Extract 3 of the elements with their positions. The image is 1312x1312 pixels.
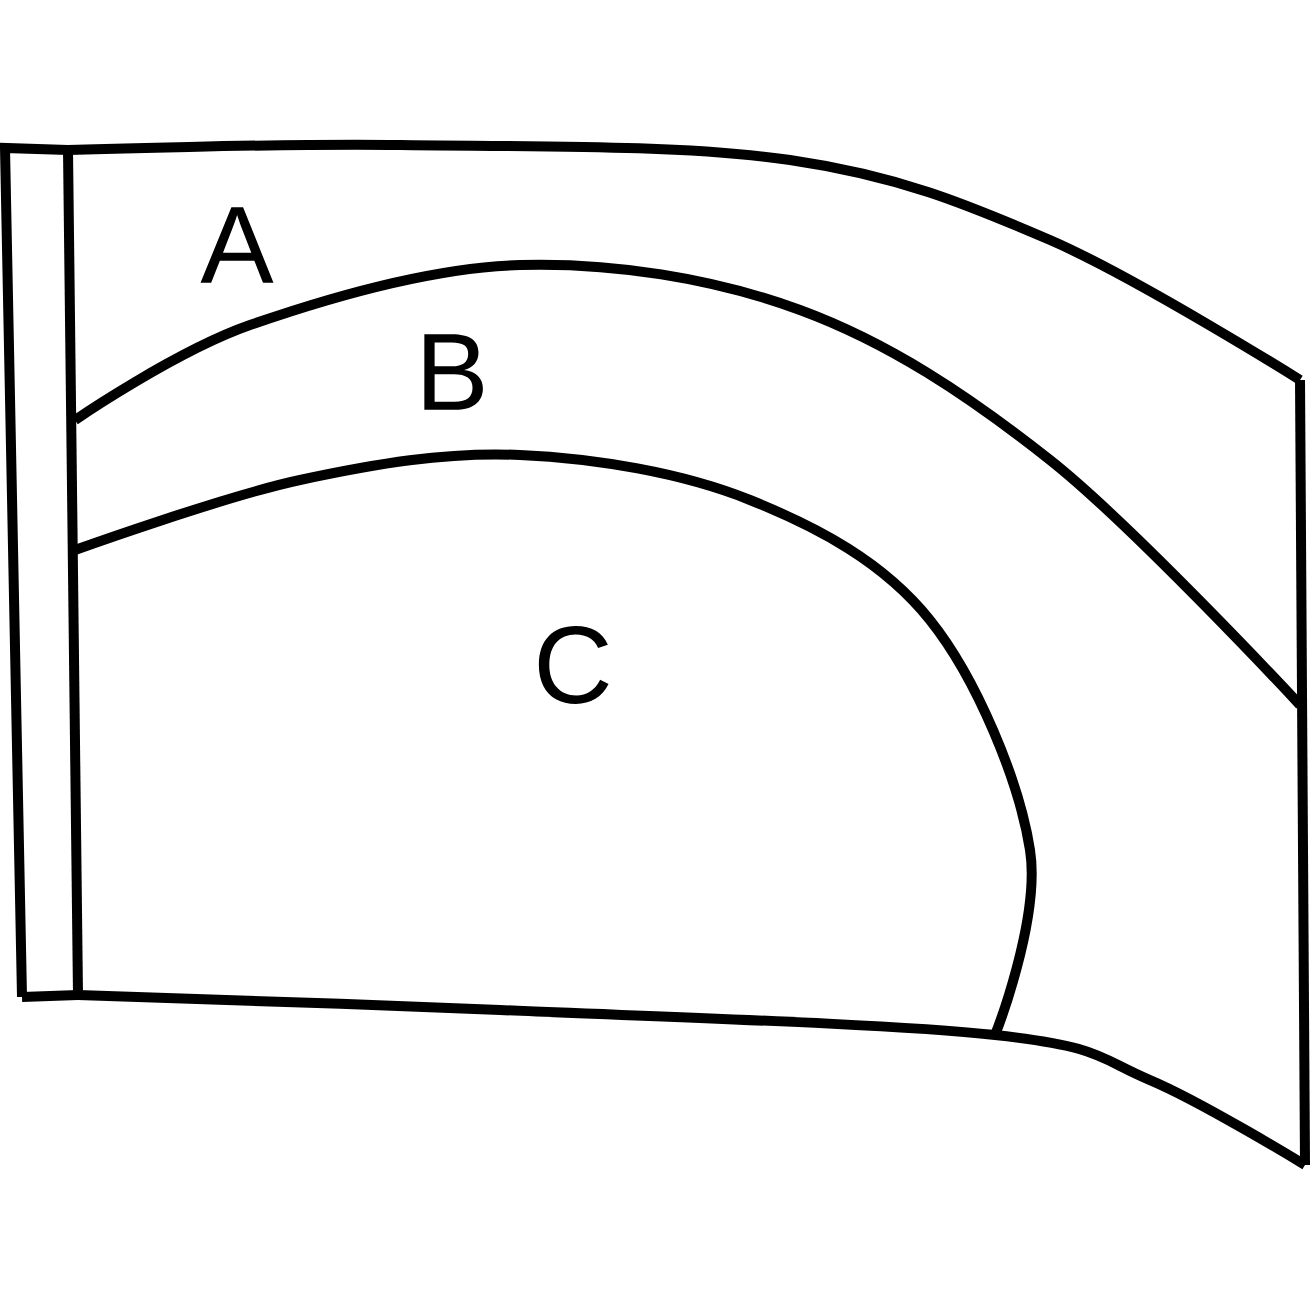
region-label: C xyxy=(538,626,609,704)
region-label: B xyxy=(424,334,483,410)
region-label: A xyxy=(200,207,274,283)
